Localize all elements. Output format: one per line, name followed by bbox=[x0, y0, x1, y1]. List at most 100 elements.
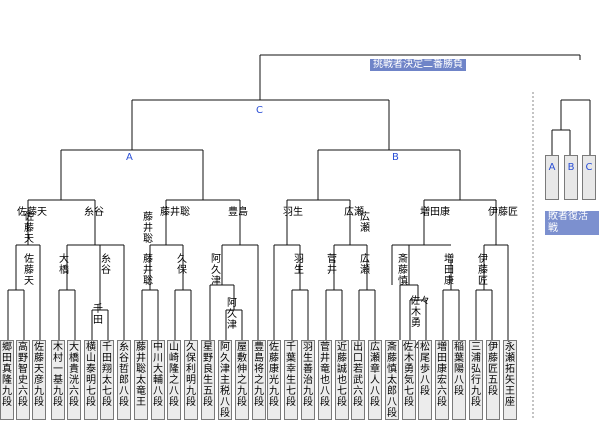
player-box-1: 郷田真隆九段 bbox=[0, 340, 14, 420]
player-name: 菅井竜也八段 bbox=[320, 342, 330, 408]
winner-label: 佐々木勇 bbox=[410, 296, 430, 329]
player-box-18: 千葉幸生七段 bbox=[284, 340, 298, 420]
side-block-c-label: C bbox=[585, 162, 593, 173]
winner-label: 佐藤天 bbox=[24, 212, 34, 245]
player-name: 大橋貴洸六段 bbox=[69, 342, 79, 408]
player-box-17: 佐藤康光九段 bbox=[267, 340, 281, 420]
player-name: 郷田真隆九段 bbox=[2, 342, 12, 408]
player-box-11: 山崎隆之八段 bbox=[167, 340, 181, 420]
player-name: 星野良生五段 bbox=[203, 342, 213, 408]
winner-label: 大橋 bbox=[59, 254, 69, 276]
player-name: 近藤誠也七段 bbox=[337, 342, 347, 408]
winner-label: 増田康 bbox=[420, 207, 450, 218]
player-name: 広瀬章人八段 bbox=[370, 342, 380, 408]
winner-label: 増田康 bbox=[444, 254, 454, 287]
player-box-31: 永瀬拓矢王座 bbox=[503, 340, 517, 420]
winner-label: 千田 bbox=[93, 304, 103, 326]
player-box-6: 横山泰明七段 bbox=[84, 340, 98, 420]
winner-label: 豊島 bbox=[228, 207, 248, 218]
winner-label: 阿久津 bbox=[211, 254, 221, 287]
player-box-3: 佐藤天彦九段 bbox=[32, 340, 46, 420]
winner-label: 羽生 bbox=[294, 254, 304, 276]
winner-label: 斎藤慎 bbox=[398, 254, 408, 287]
winner-label: 伊藤匠 bbox=[488, 207, 518, 218]
player-box-30: 伊藤匠五段 bbox=[486, 340, 500, 420]
player-box-8: 糸谷哲郎八段 bbox=[117, 340, 131, 420]
player-name: 山崎隆之八段 bbox=[169, 342, 179, 408]
player-name: 阿久津主税八段 bbox=[220, 342, 230, 419]
player-name: 藤井聡太竜王 bbox=[136, 342, 146, 408]
final-title-banner: 挑戦者決定二番勝負 bbox=[370, 59, 466, 71]
player-name: 横山泰明七段 bbox=[86, 342, 96, 408]
player-box-22: 出口若武六段 bbox=[351, 340, 365, 420]
winner-label: 広瀬 bbox=[360, 212, 370, 234]
player-name: 佐藤天彦九段 bbox=[34, 342, 44, 408]
winner-label: 藤井聡 bbox=[143, 212, 153, 245]
winner-label: 藤井聡 bbox=[143, 254, 153, 287]
player-name: 出口若武六段 bbox=[353, 342, 363, 408]
player-box-13: 星野良生五段 bbox=[201, 340, 215, 420]
player-box-16: 豊島将之九段 bbox=[252, 340, 266, 420]
winner-label: 佐藤天 bbox=[24, 254, 34, 287]
side-block-a-label: A bbox=[548, 162, 556, 173]
player-box-10: 中川大輔八段 bbox=[151, 340, 165, 420]
player-box-27: 増田康宏六段 bbox=[435, 340, 449, 420]
player-name: 高野智史六段 bbox=[18, 342, 28, 408]
player-box-21: 近藤誠也七段 bbox=[335, 340, 349, 420]
player-name: 松尾歩八段 bbox=[420, 342, 430, 397]
player-name: 屋敷伸之九段 bbox=[237, 342, 247, 408]
player-box-19: 羽生善治九段 bbox=[301, 340, 315, 420]
winner-label: 佐藤天 bbox=[17, 207, 47, 218]
player-box-15: 屋敷伸之九段 bbox=[235, 340, 249, 420]
player-box-14: 阿久津主税八段 bbox=[218, 340, 232, 420]
player-name: 中川大輔八段 bbox=[153, 342, 163, 408]
winner-label: 羽生 bbox=[283, 207, 303, 218]
player-name: 永瀬拓矢王座 bbox=[505, 342, 515, 408]
player-name: 糸谷哲郎八段 bbox=[119, 342, 129, 408]
winner-label: 藤井聡 bbox=[160, 207, 190, 218]
player-name: 豊島将之九段 bbox=[254, 342, 264, 408]
player-name: 佐々木勇気七段 bbox=[403, 342, 423, 408]
player-box-23: 広瀬章人八段 bbox=[368, 340, 382, 420]
player-box-4: 木村一基九段 bbox=[51, 340, 65, 420]
player-box-24: 斎藤慎太郎八段 bbox=[385, 340, 399, 420]
player-name: 斎藤慎太郎八段 bbox=[387, 342, 397, 419]
player-box-7: 千田翔太七段 bbox=[100, 340, 114, 420]
block-b-label: B bbox=[392, 152, 399, 163]
player-box-5: 大橋貴洸六段 bbox=[67, 340, 81, 420]
player-name: 佐藤康光九段 bbox=[269, 342, 279, 408]
winner-label: 阿久津 bbox=[227, 298, 237, 331]
winner-label: 糸谷 bbox=[101, 254, 111, 276]
player-name: 伊藤匠五段 bbox=[488, 342, 498, 397]
block-c-label: C bbox=[256, 105, 263, 116]
player-name: 増田康宏六段 bbox=[437, 342, 447, 408]
player-box-26: 松尾歩八段 bbox=[418, 340, 432, 420]
player-box-25: 佐々木勇気七段 bbox=[402, 340, 423, 420]
block-a-label: A bbox=[126, 152, 133, 163]
winner-label: 久保 bbox=[177, 254, 187, 276]
side-block-c: C bbox=[582, 155, 596, 200]
player-box-9: 藤井聡太竜王 bbox=[134, 340, 148, 420]
winner-label: 広瀬 bbox=[360, 254, 370, 276]
player-box-28: 稲葉陽八段 bbox=[452, 340, 466, 420]
player-box-12: 久保利明九段 bbox=[184, 340, 198, 420]
player-box-2: 高野智史六段 bbox=[16, 340, 30, 420]
side-block-b: B bbox=[564, 155, 578, 200]
player-name: 稲葉陽八段 bbox=[454, 342, 464, 397]
player-box-20: 菅井竜也八段 bbox=[318, 340, 332, 420]
player-name: 千田翔太七段 bbox=[102, 342, 112, 408]
player-name: 木村一基九段 bbox=[53, 342, 63, 408]
winner-label: 糸谷 bbox=[84, 207, 104, 218]
side-block-a: A bbox=[545, 155, 559, 200]
winner-label: 菅井 bbox=[327, 254, 337, 276]
player-box-29: 三浦弘行九段 bbox=[469, 340, 483, 420]
player-name: 久保利明九段 bbox=[186, 342, 196, 408]
player-name: 三浦弘行九段 bbox=[471, 342, 481, 408]
player-name: 羽生善治九段 bbox=[303, 342, 313, 408]
player-name: 千葉幸生七段 bbox=[286, 342, 296, 408]
side-block-b-label: B bbox=[567, 162, 575, 173]
winner-label: 伊藤匠 bbox=[478, 254, 488, 287]
winner-label: 広瀬 bbox=[344, 207, 364, 218]
